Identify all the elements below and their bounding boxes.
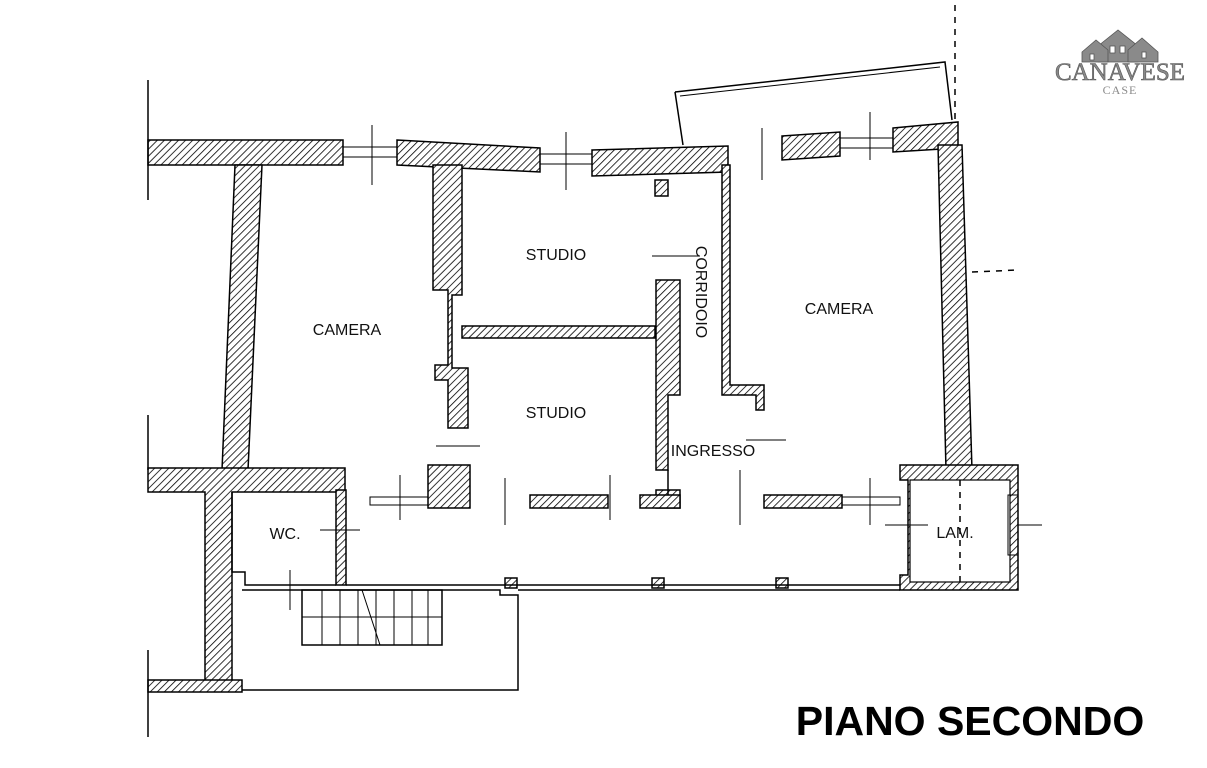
- label-ingresso: INGRESSO: [671, 443, 755, 460]
- label-studio-bottom: STUDIO: [526, 405, 586, 422]
- wall-wc-right: [335, 489, 347, 586]
- wall-top-mid-1: [396, 139, 541, 173]
- wall-top-right-1: [781, 131, 841, 161]
- outlines: [147, 5, 1042, 737]
- wall-left-outer: [221, 164, 263, 471]
- room-labels: CAMERA STUDIO STUDIO CORRIDOIO CAMERA IN…: [269, 246, 973, 543]
- wall-studio-bottom-1: [427, 464, 471, 509]
- logo: CANAVESE CASE: [1055, 29, 1185, 97]
- wall-right-outer: [937, 144, 973, 471]
- label-studio-top: STUDIO: [526, 247, 586, 264]
- label-wc: WC.: [269, 526, 300, 543]
- house-icon: [1081, 29, 1159, 63]
- logo-main-text: CANAVESE: [1055, 59, 1185, 86]
- label-camera-left: CAMERA: [313, 322, 382, 339]
- wall-top-mid-2: [591, 145, 729, 177]
- wall-corridor-left: [655, 279, 681, 471]
- wall-top-left: [147, 139, 344, 166]
- column-2: [651, 577, 665, 589]
- walls: [147, 121, 1019, 693]
- wall-studio-divider: [461, 325, 656, 339]
- column-1: [504, 577, 518, 589]
- wall-studio-bottom-3: [639, 494, 681, 509]
- wall-camera-right-bottom: [763, 494, 843, 509]
- wall-bottom-left: [147, 679, 243, 693]
- wall-left-lower: [147, 467, 346, 691]
- label-camera-right: CAMERA: [805, 301, 874, 318]
- label-corridoio: CORRIDOIO: [692, 246, 709, 338]
- label-lavanderia: LAM.: [936, 525, 973, 542]
- plan-title: PIANO SECONDO: [796, 698, 1145, 744]
- wall-studio-bottom-2: [529, 494, 609, 509]
- wall-corridor-right: [721, 164, 765, 411]
- column-3: [775, 577, 789, 589]
- wall-camera-studio: [432, 164, 469, 429]
- wall-studio-right-top: [654, 179, 669, 197]
- logo-sub-text: CASE: [1103, 83, 1138, 97]
